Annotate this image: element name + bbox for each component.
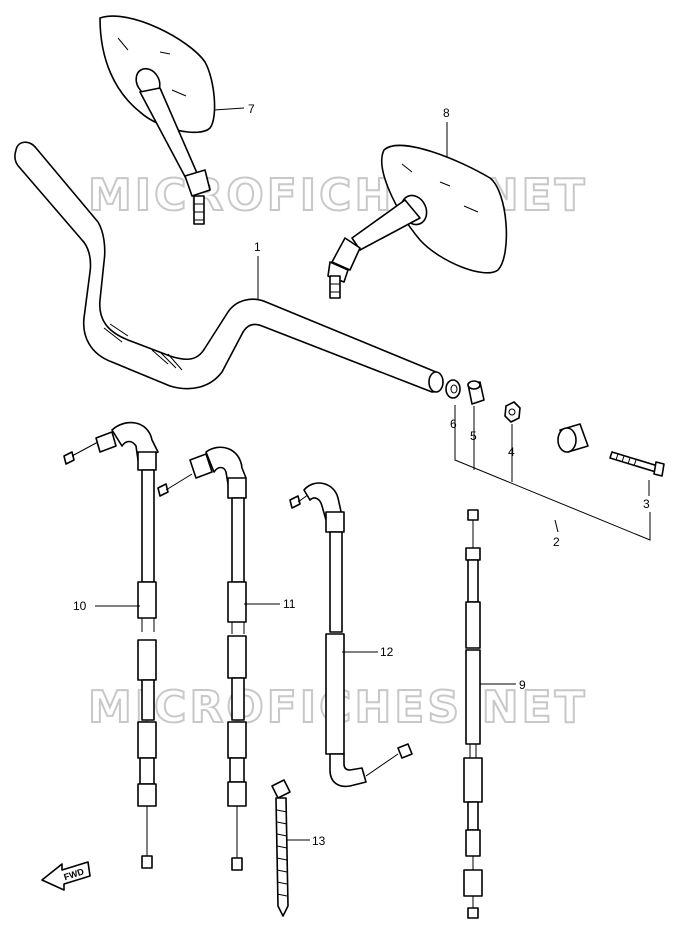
part-6-washer bbox=[445, 379, 461, 399]
leader-2 bbox=[554, 519, 559, 533]
cable-11 bbox=[157, 446, 247, 871]
mirror-left bbox=[99, 15, 216, 225]
callout-5: 5 bbox=[470, 429, 477, 443]
part-5-collar bbox=[467, 380, 485, 405]
mirror-right bbox=[327, 144, 508, 299]
callout-11: 11 bbox=[283, 597, 296, 611]
callout-3: 3 bbox=[643, 497, 650, 511]
callout-12: 12 bbox=[380, 645, 394, 659]
callout-7: 7 bbox=[248, 102, 255, 116]
part-4-nut bbox=[504, 401, 521, 423]
callout-4: 4 bbox=[508, 445, 515, 459]
cable-9 bbox=[463, 509, 483, 919]
callout-9: 9 bbox=[519, 678, 526, 692]
callout-8: 8 bbox=[443, 106, 450, 120]
cable-10 bbox=[63, 421, 159, 869]
cable-12 bbox=[289, 482, 413, 788]
callout-2: 2 bbox=[553, 535, 560, 549]
callout-13: 13 bbox=[312, 834, 326, 848]
leader-7 bbox=[213, 107, 245, 111]
part-3-bolt bbox=[609, 451, 665, 477]
part-weight bbox=[557, 423, 589, 453]
watermark-top: MICROFICHES.NET bbox=[88, 170, 588, 221]
leader-group-2 bbox=[454, 405, 651, 541]
fwd-arrow-icon: FWD bbox=[41, 861, 91, 891]
callout-1: 1 bbox=[254, 240, 261, 254]
callout-6: 6 bbox=[450, 417, 457, 431]
callout-10: 10 bbox=[73, 599, 87, 613]
handlebar bbox=[14, 141, 444, 393]
cable-tie bbox=[271, 779, 291, 917]
